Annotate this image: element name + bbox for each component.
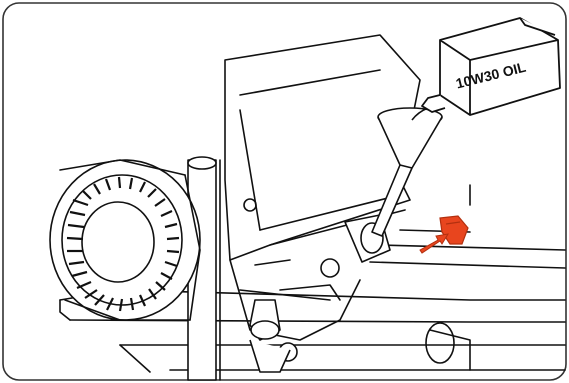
recoil-starter <box>50 160 200 320</box>
